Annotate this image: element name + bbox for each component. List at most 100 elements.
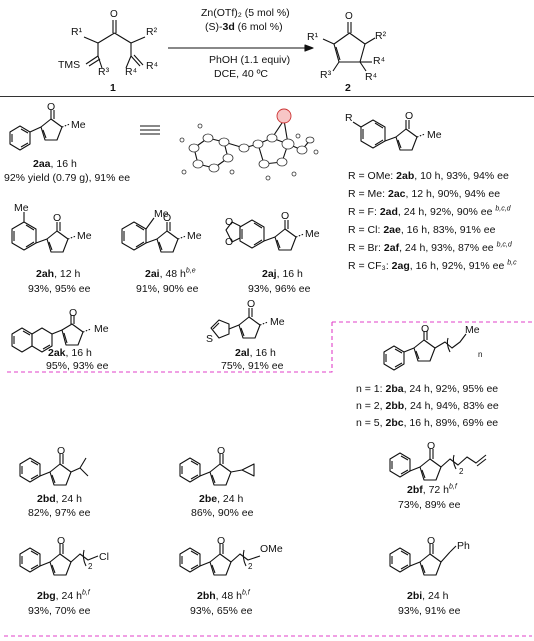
- o-label: O: [53, 212, 62, 224]
- r-prefix: R = Cl:: [348, 224, 384, 236]
- r3-label: R³: [98, 66, 110, 78]
- footnote: b,f: [241, 589, 250, 597]
- ome-label: OMe: [260, 543, 283, 555]
- entry-2ai-title: 2ai, 48 hb,e: [145, 267, 196, 281]
- compound-id: 2ae: [383, 224, 401, 236]
- result: , 24 h, 92%, 90% ee: [397, 206, 496, 218]
- reaction-time: , 16 h: [276, 268, 303, 280]
- r4-label: R⁴: [365, 71, 378, 83]
- structure-2bg: [19, 544, 99, 576]
- entry-2bd-title: 2bd, 24 h: [37, 493, 82, 505]
- footnote: b,c: [507, 259, 517, 267]
- r4-label: R⁴: [146, 60, 159, 72]
- footnote: b,e: [185, 267, 196, 275]
- entry-2bi-result: 93%, 91% ee: [398, 605, 461, 617]
- structure-r-aryl: [352, 119, 426, 151]
- reagent-line-1: Zn(OTf)₂ (5 mol %): [201, 7, 290, 19]
- o-label: O: [57, 535, 66, 547]
- entry-2aa-result: 92% yield (0.79 g), 91% ee: [4, 172, 131, 184]
- reagent-suffix: (6 mol %): [234, 21, 283, 33]
- reaction-time: , 24 h: [55, 590, 82, 602]
- r2-label: R²: [146, 26, 158, 38]
- result: , 10 h, 93%, 94% ee: [414, 170, 509, 182]
- structure-b-series: [383, 331, 467, 371]
- compound-id: 2ad: [379, 206, 398, 218]
- reaction-time: , 24 h: [217, 493, 244, 505]
- structure-2aj: [225, 219, 305, 251]
- entry-2aj-result: 93%, 96% ee: [248, 283, 311, 295]
- entry-2bh-title: 2bh, 48 hb,f: [197, 589, 250, 603]
- r-label: R: [345, 112, 353, 124]
- b-series-row: n = 2, 2bb, 24 h, 94%, 83% ee: [356, 400, 499, 412]
- subscript-2: 2: [459, 467, 464, 476]
- me-label: Me: [77, 230, 92, 242]
- reaction-time: , 16 h: [249, 347, 276, 359]
- entry-2be-result: 86%, 90% ee: [191, 507, 254, 519]
- equivalence-symbol: [140, 125, 160, 135]
- structure-2ah: [11, 212, 77, 253]
- compound-id: 2bf: [407, 484, 423, 496]
- entry-2bi-title: 2bi, 24 h: [407, 590, 448, 602]
- r-prefix: R = Br:: [348, 242, 384, 254]
- me-label: Me: [154, 208, 169, 220]
- tms-label: TMS: [58, 59, 81, 71]
- me-label: Me: [465, 324, 480, 336]
- r1-label: R¹: [307, 31, 319, 43]
- compound-id: 2ak: [48, 347, 66, 359]
- compound-id: 2ac: [387, 188, 406, 200]
- o-label: O: [427, 535, 436, 547]
- reaction-time: , 48 h: [215, 590, 242, 602]
- r-variant-row: R = CF₃: 2ag, 16 h, 92%, 91% ee b,c: [348, 259, 517, 273]
- r-prefix: R = Me:: [348, 188, 388, 200]
- structure-2bf: [389, 449, 487, 481]
- o-label: O: [247, 298, 256, 310]
- entry-2bd-result: 82%, 97% ee: [28, 507, 91, 519]
- s-label: S: [206, 333, 214, 345]
- footnote: b,c,d: [496, 241, 512, 249]
- entry-2aj-title: 2aj, 16 h: [262, 268, 303, 280]
- me-label: Me: [305, 228, 320, 240]
- b-series-row: n = 1: 2ba, 24 h, 92%, 95% ee: [356, 383, 498, 395]
- reaction-time: , 24 h: [55, 493, 82, 505]
- compound-id: 2bg: [37, 590, 56, 602]
- footnote: b,c,d: [495, 205, 511, 213]
- o-label: O: [69, 307, 78, 319]
- me-label: Me: [14, 202, 29, 214]
- n-prefix: n = 2,: [356, 400, 386, 412]
- footnote: b,f: [81, 589, 90, 597]
- r3-label: R³: [320, 69, 332, 81]
- compound-id: 2aa: [33, 158, 51, 170]
- compound-id: 2ba: [385, 383, 404, 395]
- reagent-line-3: PhOH (1.1 equiv): [209, 54, 291, 66]
- me-label: Me: [187, 230, 202, 242]
- starting-material-number: 1: [110, 82, 116, 94]
- r-variant-row: R = Me: 2ac, 12 h, 90%, 94% ee: [348, 188, 500, 200]
- reaction-time: , 24 h: [422, 590, 449, 602]
- o-label: O: [281, 210, 290, 222]
- me-label: Me: [71, 119, 86, 131]
- compound-id: 2bb: [385, 400, 405, 412]
- compound-id: 2ag: [391, 260, 410, 272]
- r1-label: R¹: [71, 26, 83, 38]
- scheme-divider: [0, 96, 534, 97]
- b-series-row: n = 5, 2bc, 16 h, 89%, 69% ee: [356, 417, 498, 429]
- reagent-line-2: (S)-3d (6 mol %): [205, 21, 283, 33]
- compound-id: 2bh: [197, 590, 216, 602]
- footnote: b,f: [449, 483, 457, 491]
- structure-2aa: [9, 110, 71, 151]
- o-label: O: [421, 323, 430, 335]
- r-variant-row: R = F: 2ad, 24 h, 92%, 90% ee b,c,d: [348, 205, 511, 219]
- entry-2bf-result: 73%, 89% ee: [398, 499, 461, 511]
- compound-id: 2al: [235, 347, 250, 359]
- result: , 24 h, 94%, 83% ee: [404, 400, 499, 412]
- o-label: O: [427, 440, 436, 452]
- r-prefix: R = CF₃:: [348, 260, 392, 272]
- n-label: n: [478, 350, 483, 359]
- entry-2ai-result: 91%, 90% ee: [136, 283, 199, 295]
- entry-2ah-result: 93%, 95% ee: [28, 283, 91, 295]
- structure-2ai: [121, 217, 187, 253]
- compound-id: 2bd: [37, 493, 56, 505]
- catalyst-id: 3d: [222, 21, 235, 33]
- compound-id: 2be: [199, 493, 218, 505]
